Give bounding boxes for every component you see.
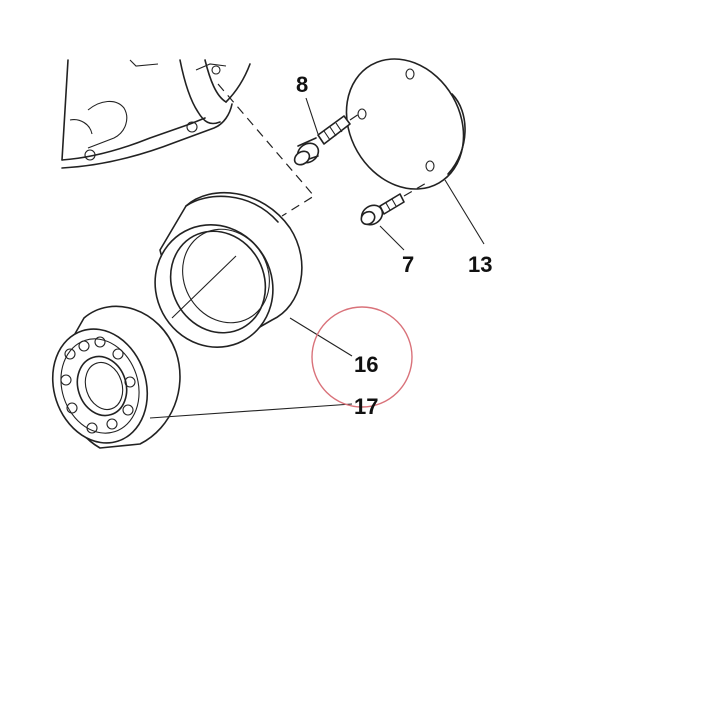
cover-plate [345,58,485,245]
callout-17: 17 [354,394,378,419]
callout-8: 8 [296,72,308,97]
ring-16 [154,191,353,357]
callout-13: 13 [468,252,492,277]
callout-16: 16 [354,352,378,377]
alignment-line [217,83,315,217]
screw-7 [360,181,429,251]
housing-fragment [61,59,251,169]
callout-7: 7 [402,252,414,277]
highlight-circle [311,306,413,408]
bearing-17 [51,305,353,449]
screw-8 [293,97,363,166]
